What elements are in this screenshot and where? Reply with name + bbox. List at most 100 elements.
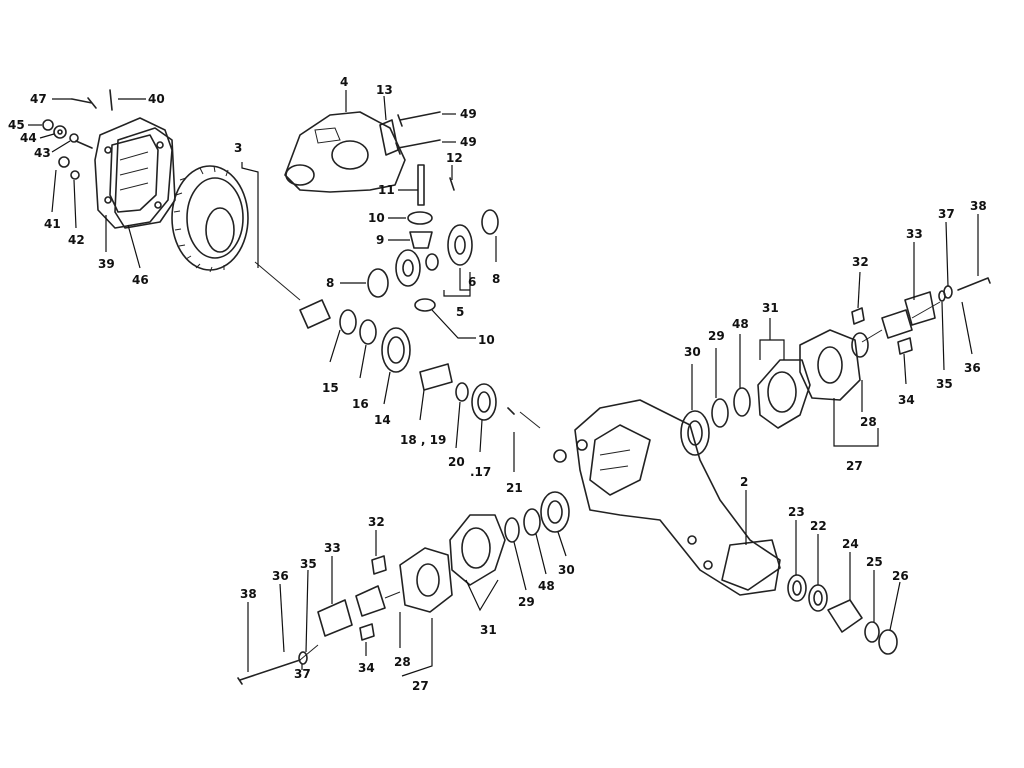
callout-6: 6: [459, 268, 476, 291]
left-side-bolt-34: [359, 623, 375, 641]
callout-48-right: 48: [732, 317, 749, 388]
right-side-shim-29: [711, 398, 729, 428]
svg-text:40: 40: [148, 92, 165, 106]
svg-text:42: 42: [68, 233, 85, 247]
callout-31-right: 31: [759, 301, 785, 360]
pinion-shaft: [417, 164, 425, 206]
svg-text:47: 47: [30, 92, 47, 106]
callout-9: 9: [376, 233, 410, 247]
callout-28-left: 28: [394, 612, 411, 669]
right-side-flange-28: [799, 329, 869, 401]
svg-text:38: 38: [970, 199, 987, 213]
right-side-bearing-30: [680, 410, 710, 456]
right-side-bolt-32: [851, 307, 865, 325]
callout-28-right: 28: [860, 380, 877, 429]
callout-30-left: 30: [557, 531, 575, 577]
svg-text:48: 48: [538, 579, 555, 593]
svg-text:31: 31: [762, 301, 779, 315]
pinion-nut-26: [878, 629, 898, 655]
svg-text:22: 22: [810, 519, 827, 533]
callout-20: 20: [448, 401, 465, 469]
callout-24: 24: [842, 537, 859, 600]
callout-38-left: 38: [240, 587, 257, 672]
svg-text:44: 44: [20, 131, 37, 145]
lock-pin: [449, 177, 455, 191]
callout-37-right: 37: [938, 207, 955, 287]
callout-18-19: 18 , 19: [400, 389, 446, 447]
callout-45: 45: [8, 118, 42, 132]
svg-text:33: 33: [906, 227, 923, 241]
svg-text:31: 31: [480, 623, 497, 637]
svg-text:41: 41: [44, 217, 61, 231]
left-side-yoke-33: [317, 585, 386, 637]
callout-41: 41: [44, 169, 61, 231]
callout-46: 46: [127, 224, 149, 287]
svg-text:8: 8: [492, 272, 500, 286]
collapsible-spacer: [419, 363, 453, 391]
svg-text:35: 35: [300, 557, 317, 571]
svg-text:30: 30: [558, 563, 575, 577]
svg-text:4: 4: [340, 75, 348, 89]
right-side-yoke-33: [881, 291, 936, 339]
callout-22: 22: [810, 519, 827, 585]
svg-text:33: 33: [324, 541, 341, 555]
callout-49-lower: 49: [442, 135, 477, 149]
svg-text:6: 6: [468, 275, 476, 289]
callout-33-left: 33: [324, 541, 341, 604]
svg-text:26: 26: [892, 569, 909, 583]
lock-strap: [379, 119, 399, 156]
callout-32-left: 32: [368, 515, 385, 556]
drive-pinion: [299, 299, 331, 329]
callout-12: 12: [446, 151, 463, 180]
svg-text:49: 49: [460, 107, 477, 121]
callout-36-left: 36: [272, 569, 289, 653]
callout-5: 5: [443, 290, 471, 319]
axis-line-right: [861, 301, 941, 343]
svg-text:36: 36: [964, 361, 981, 375]
side-gear-right: [447, 224, 473, 266]
callout-13: 13: [376, 83, 393, 121]
svg-text:38: 38: [240, 587, 257, 601]
thrust-washer-upper: [407, 211, 433, 225]
svg-text:34: 34: [898, 393, 915, 407]
callout-17: .17: [470, 419, 491, 479]
callout-49-upper: 49: [442, 107, 477, 121]
callout-44: 44: [20, 131, 55, 145]
callout-3: 3: [234, 141, 259, 268]
callout-30-right: 30: [684, 345, 701, 410]
right-side-retainer-31: [757, 359, 811, 429]
callout-11: 11: [378, 183, 418, 197]
callout-23: 23: [788, 505, 805, 575]
pinion-mate-gear: [409, 231, 433, 249]
pinion-flange-22: [808, 584, 828, 612]
axis-line-left: [299, 591, 401, 661]
callout-4: 4: [340, 75, 348, 112]
svg-text:30: 30: [684, 345, 701, 359]
pinion-bearing-15: [339, 309, 357, 335]
thrust-washer-right: [481, 209, 499, 235]
callout-37-left: 37: [294, 664, 311, 681]
svg-text:49: 49: [460, 135, 477, 149]
gear-carrier-housing: [553, 399, 781, 596]
callout-31-left: 31: [465, 579, 499, 637]
callout-2: 2: [740, 475, 748, 545]
svg-text:43: 43: [34, 146, 51, 160]
callout-16: 16: [352, 344, 369, 411]
callout-21: 21: [506, 432, 523, 495]
callout-47: 47: [30, 92, 72, 106]
svg-text:39: 39: [98, 257, 115, 271]
svg-text:18 , 19: 18 , 19: [400, 433, 446, 447]
bolt-49-upper: [397, 111, 441, 127]
svg-text:13: 13: [376, 83, 393, 97]
callout-40: 40: [118, 92, 165, 106]
callout-8-right: 8: [492, 236, 500, 286]
callout-27-right: 27: [833, 398, 879, 473]
svg-text:45: 45: [8, 118, 25, 132]
svg-text:37: 37: [938, 207, 955, 221]
callout-42: 42: [68, 179, 85, 247]
thrust-washer-left: [367, 268, 389, 298]
svg-text:10: 10: [478, 333, 495, 347]
svg-text:11: 11: [378, 183, 395, 197]
left-side-shaft-38: [237, 659, 301, 685]
